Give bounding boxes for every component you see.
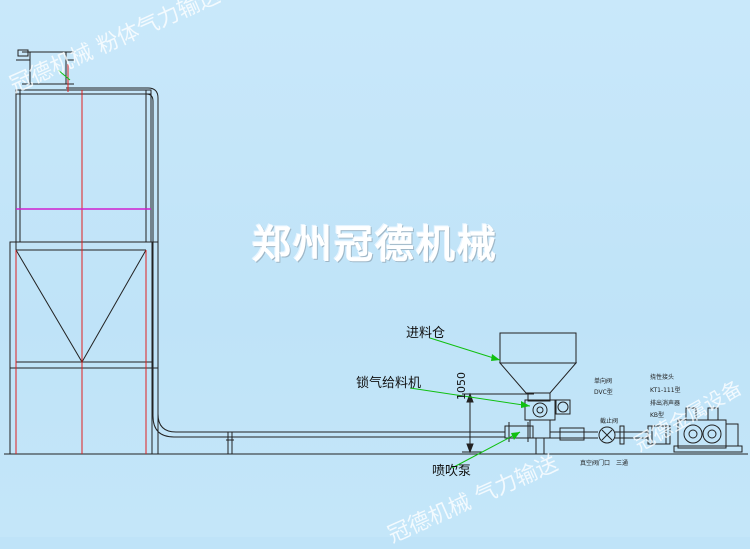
conveying-pipe-inner	[66, 93, 505, 438]
silo-upper-body	[15, 89, 152, 243]
silencer	[647, 425, 671, 445]
check-valve-label: 单向阀	[594, 378, 613, 385]
silo-support-frame	[9, 241, 159, 455]
dimension-label: 1050	[455, 372, 468, 400]
leader-lines	[57, 69, 531, 469]
conveying-pipe-outer	[66, 87, 505, 433]
watermark-center: 郑州冠德机械	[252, 222, 499, 268]
flex-joint-label: 挠性接头	[650, 374, 675, 381]
airlock-feeder-label: 锁气给料机	[356, 376, 422, 391]
blower-pump	[529, 419, 551, 439]
blower-pump-label: 喷吹泵	[432, 464, 472, 479]
feed-bin-label: 进料仓	[406, 326, 446, 341]
silo-cone	[15, 249, 147, 363]
feed-bin-hopper	[498, 362, 578, 394]
conveying-system-drawing	[4, 49, 748, 469]
kb-type-label: KB型	[650, 412, 665, 419]
vacuum-valve-label: 真空阀门口	[580, 460, 611, 467]
three-way-label: 三通	[616, 460, 629, 467]
dvc-type-label: DVC型	[594, 389, 613, 396]
silencer-label: 排出消声器	[650, 400, 681, 407]
valve-label: 截止阀	[600, 418, 619, 425]
feed-bin	[499, 332, 577, 364]
check-valve	[598, 426, 616, 444]
kt-type-label: KT1-111型	[650, 387, 681, 394]
